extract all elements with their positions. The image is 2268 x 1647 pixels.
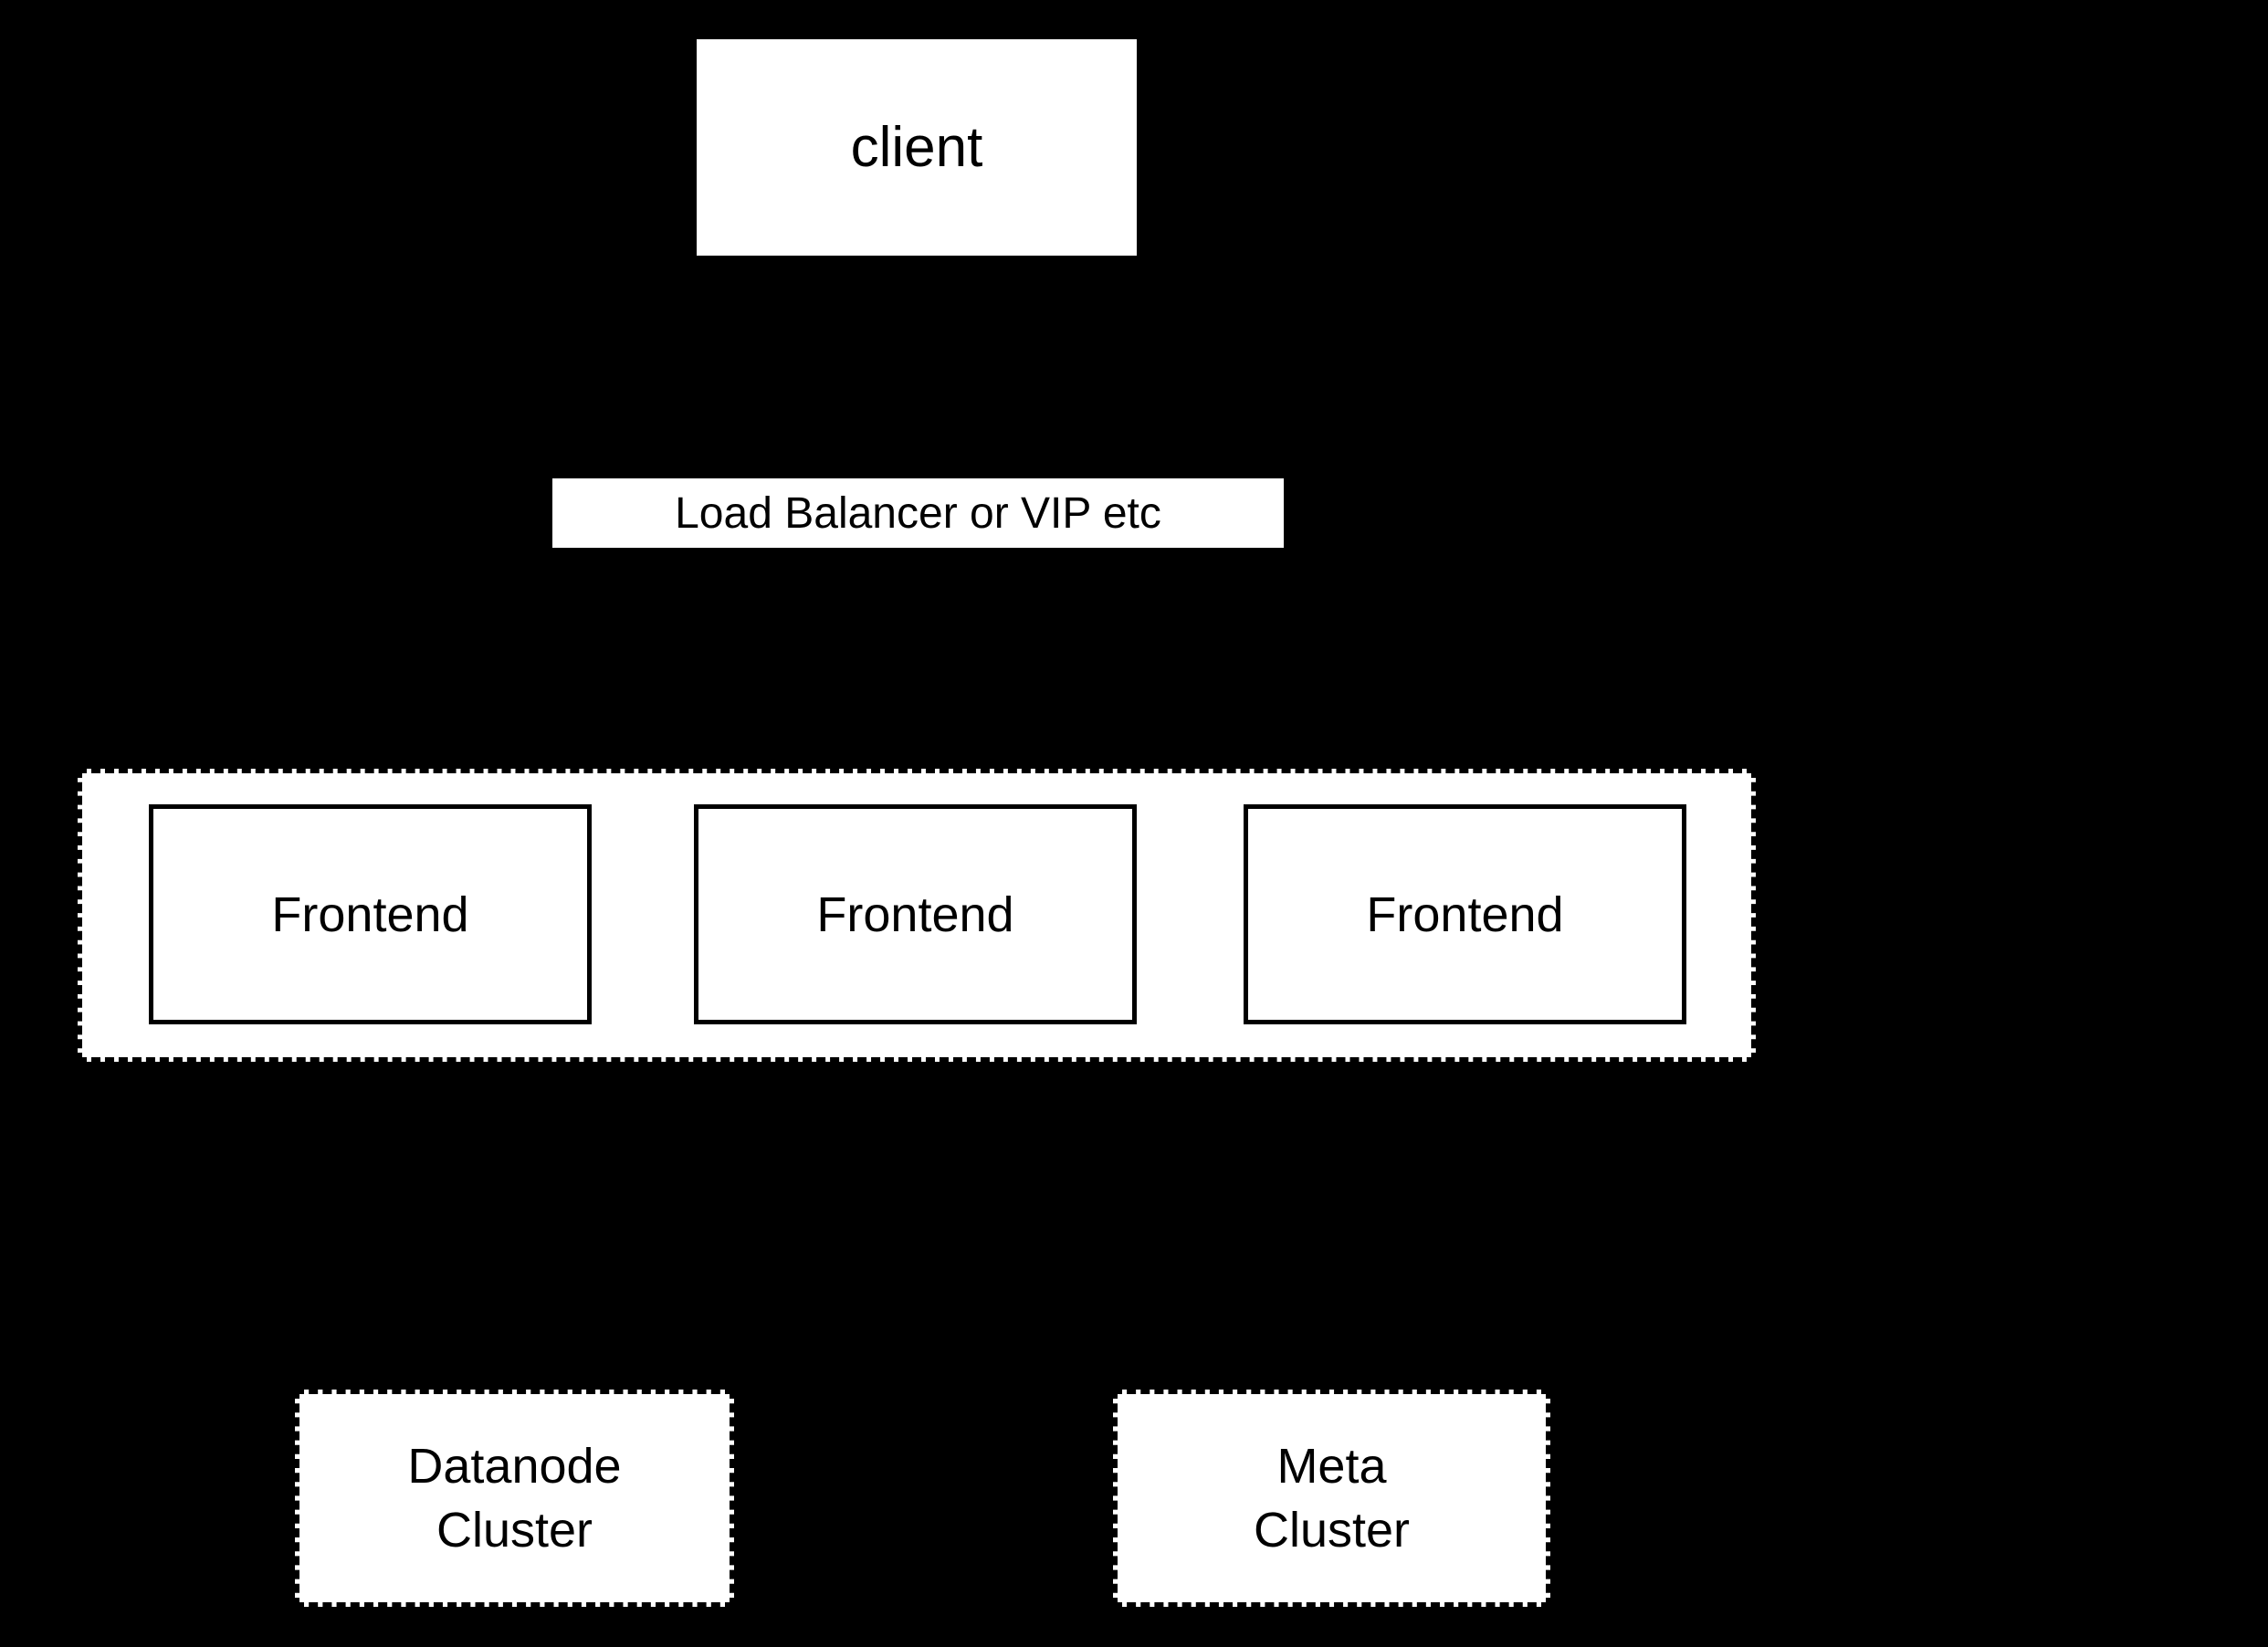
datanode-cluster-node: Datanode Cluster <box>295 1390 734 1607</box>
client-node: client <box>697 39 1137 256</box>
frontend-label-3: Frontend <box>1366 886 1564 942</box>
frontend-label-1: Frontend <box>271 886 469 942</box>
meta-cluster-label: Meta Cluster <box>1253 1439 1411 1558</box>
datanode-cluster-label: Datanode Cluster <box>407 1439 622 1558</box>
load-balancer-label: Load Balancer or VIP etc <box>675 488 1161 538</box>
frontend-node-3: Frontend <box>1244 804 1686 1024</box>
load-balancer-node: Load Balancer or VIP etc <box>552 478 1284 548</box>
client-label: client <box>850 116 983 179</box>
frontend-node-1: Frontend <box>149 804 592 1024</box>
frontend-label-2: Frontend <box>816 886 1014 942</box>
meta-cluster-node: Meta Cluster <box>1113 1390 1550 1607</box>
frontend-node-2: Frontend <box>694 804 1137 1024</box>
frontend-group: Frontend Frontend Frontend <box>78 769 1756 1062</box>
